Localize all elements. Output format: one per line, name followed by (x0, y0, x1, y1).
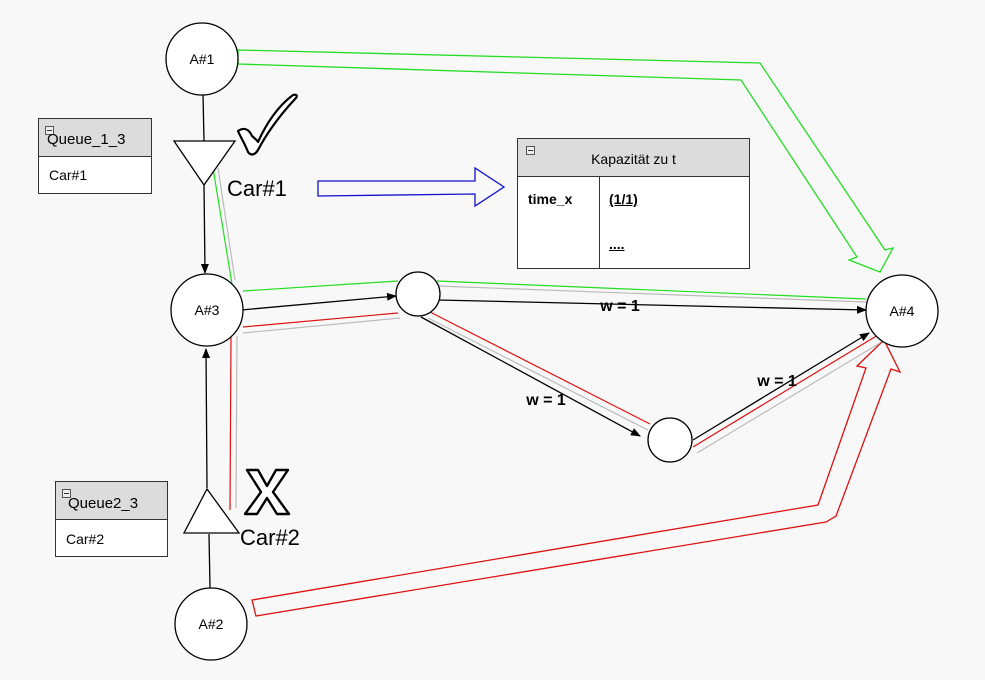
capacity-table-header: Kapazität zu t (518, 139, 749, 177)
queue-2-item: Car#2 (66, 531, 105, 547)
capacity-table-divider (599, 177, 600, 268)
weight-label-lower-right: w = 1 (756, 373, 797, 390)
queue-1-header: Queue_1_3 (39, 119, 151, 157)
collapse-icon[interactable] (45, 126, 54, 135)
capacity-value-link[interactable]: (1/1) (609, 191, 638, 207)
queue-2-box[interactable]: Queue2_3 Car#2 (55, 481, 168, 557)
queue-2-header: Queue2_3 (56, 482, 167, 520)
queue-1-box[interactable]: Queue_1_3 Car#1 (38, 118, 152, 194)
red-route-arrow (251, 338, 902, 617)
node-a2-label: A#2 (199, 616, 224, 632)
car2-label: Car#2 (240, 525, 300, 550)
queue-2-title: Queue2_3 (68, 495, 139, 512)
capacity-ellipsis-link[interactable]: .... (609, 236, 625, 252)
path-highlights (212, 167, 881, 511)
node-a3-label: A#3 (195, 302, 220, 318)
queue-1-title: Queue_1_3 (47, 131, 126, 148)
capacity-table[interactable]: Kapazität zu t time_x (1/1) .... (517, 138, 750, 269)
weight-label-lower-left: w = 1 (525, 392, 566, 409)
node-a2[interactable]: A#2 (174, 587, 248, 661)
green-route-arrow (237, 49, 895, 273)
weight-label-top: w = 1 (599, 298, 640, 315)
capacity-table-row: time_x (1/1) .... (518, 177, 749, 268)
queue-1-triangle (172, 140, 237, 187)
collapse-icon[interactable] (526, 146, 535, 155)
node-a1[interactable]: A#1 (165, 22, 239, 96)
cross-mark-icon (243, 468, 291, 516)
node-a4-label: A#4 (890, 303, 915, 319)
node-a3[interactable]: A#3 (170, 273, 244, 347)
intermediate-node-bottom[interactable] (647, 417, 693, 463)
intermediate-node-top[interactable] (395, 271, 441, 317)
capacity-row-label: time_x (528, 191, 573, 207)
queue-2-triangle (182, 487, 241, 534)
blue-capacity-arrow (317, 166, 506, 208)
queue-1-item: Car#1 (49, 167, 88, 183)
car1-label: Car#1 (227, 176, 287, 201)
capacity-table-title: Kapazität zu t (591, 151, 676, 167)
check-mark-icon (236, 93, 298, 156)
node-a1-label: A#1 (190, 51, 215, 67)
graph-edges (200, 93, 870, 589)
node-a4[interactable]: A#4 (865, 274, 939, 348)
collapse-icon[interactable] (62, 489, 71, 498)
